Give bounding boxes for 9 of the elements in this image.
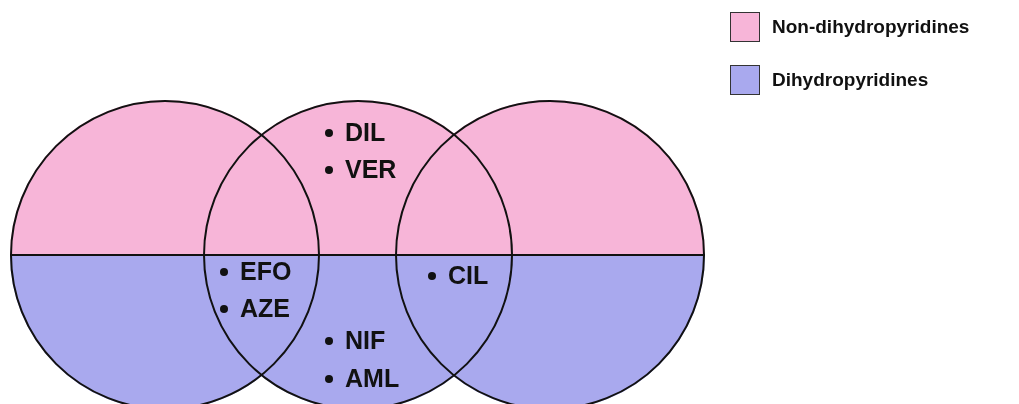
list-item: CIL: [448, 261, 489, 290]
list-item: AML: [345, 364, 400, 393]
list-item: NIF: [345, 326, 386, 355]
legend-label: Non-dihydropyridines: [772, 16, 970, 38]
legend-label: Dihydropyridines: [772, 69, 929, 91]
list-item: DIL: [345, 118, 386, 147]
list-item: AZE: [240, 294, 290, 323]
list-item: VER: [345, 155, 397, 184]
list-item: EFO: [240, 257, 292, 286]
